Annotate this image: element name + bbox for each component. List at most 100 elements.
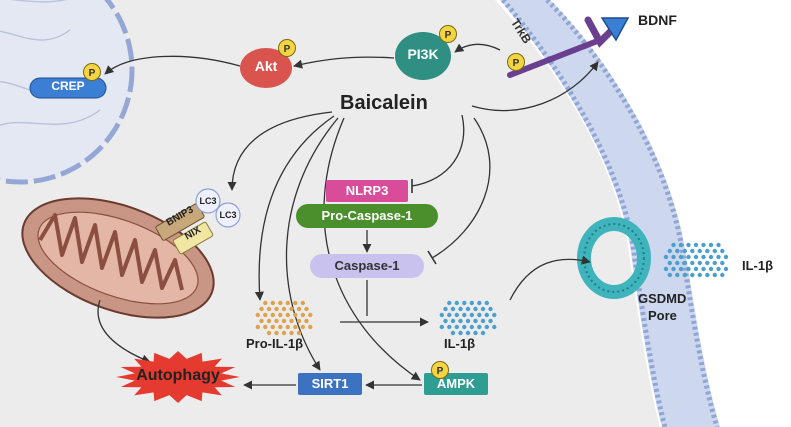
pro-il1b-dot — [308, 312, 313, 318]
il1b-dot — [439, 324, 444, 330]
pro-il1b-dot — [266, 330, 272, 336]
pro-il1b-dot — [263, 300, 268, 306]
il1b-out-dot — [708, 242, 714, 248]
lc3-a-circle — [195, 188, 221, 214]
il1b-dot — [443, 306, 448, 312]
pi3k-node — [395, 32, 451, 80]
il1b-out-dot — [705, 272, 710, 278]
il1b-out-dot — [697, 260, 702, 266]
il1b-out-dot — [686, 266, 691, 272]
phospho-badge-2 — [278, 39, 296, 57]
il1b-out-dot — [712, 260, 717, 266]
pro-il1b-dot — [281, 318, 287, 324]
pro-il1b-dot — [274, 318, 279, 324]
il1b-out-dot — [682, 260, 687, 266]
sirt1-node — [298, 373, 362, 395]
il1b-out-dot — [690, 248, 695, 254]
pro-il1b-dot — [293, 300, 298, 306]
caspase-node — [310, 254, 424, 278]
caspase-inhibition-bar — [427, 250, 437, 265]
pro-il1b-dot — [263, 312, 268, 318]
il1b-out-dot — [671, 242, 676, 248]
il1b-out-dot — [716, 254, 721, 260]
phospho-badge-3 — [83, 63, 101, 81]
pro-il1b-dot — [255, 324, 260, 330]
phospho-badge-5 — [431, 361, 449, 379]
il1b-out-dot — [720, 272, 725, 278]
cytokine-dots — [255, 242, 729, 336]
il1b-out-dot — [682, 248, 687, 254]
il1b-dot — [492, 312, 497, 318]
pro-il1b-dot — [281, 330, 287, 336]
pro-il1b-dot — [300, 312, 305, 318]
il1b-out-dot — [686, 254, 691, 260]
pathway-arrows — [97, 43, 599, 390]
pro-il1b-dot — [296, 306, 302, 312]
il1b-dot — [454, 312, 459, 318]
il1b-out-dot — [663, 266, 669, 272]
pro-il1b-dot — [285, 300, 290, 306]
baicalein-to-lc3-arrow — [227, 111, 333, 191]
il1b-out-dot — [667, 260, 672, 266]
il1b-out-dot — [667, 248, 672, 254]
il1b-out-dot — [723, 266, 729, 272]
il1b-out-dot — [716, 266, 721, 272]
il1b-out-dot — [705, 260, 710, 266]
il1b-out-dot — [682, 272, 687, 278]
il1b-dot — [477, 300, 482, 306]
phospho-badge-text-3: P — [89, 68, 96, 79]
il1b-out-dot — [671, 254, 676, 260]
lc3-b-circle — [215, 202, 241, 228]
pi3k-to-akt-arrow — [293, 56, 395, 69]
il1b-out-dot — [690, 272, 695, 278]
pro-il1b-dot — [266, 306, 272, 312]
il1b-dot — [480, 318, 486, 324]
phospho-badge-text-4: P — [513, 58, 520, 69]
pro-il1b-dot — [285, 312, 290, 318]
baicalein-inhibits-caspase — [431, 117, 491, 259]
il1b-out-dot — [663, 254, 669, 260]
pro-il1b-dot — [293, 312, 298, 318]
pro-il1b-dot — [259, 306, 264, 312]
il1b-dot — [469, 312, 474, 318]
autophagy-burst-icon — [116, 351, 240, 403]
pro-il1b-dot — [296, 330, 302, 336]
nix-tag — [172, 221, 214, 255]
il1b-dot — [492, 324, 497, 330]
il1b-out-dot — [701, 266, 706, 272]
il1b-out-dot — [693, 242, 699, 248]
il1b-dot — [447, 312, 452, 318]
pro-il1b-dot — [255, 312, 260, 318]
pro-il1b-dot — [270, 324, 275, 330]
il1b-dot — [450, 318, 456, 324]
baicalein-inhibits-nlrp3 — [411, 114, 465, 187]
baicalein-to-sirt1-arrow — [285, 117, 339, 371]
il1b-dot — [473, 306, 478, 312]
il1b-dot — [469, 324, 474, 330]
il1b-out-dot — [723, 254, 729, 260]
il1b-out-dot — [675, 260, 680, 266]
pro-il1b-dot — [278, 300, 283, 306]
il1b-dot — [439, 312, 444, 318]
il1b-out-dot — [712, 272, 717, 278]
il1b-dot — [458, 306, 463, 312]
il1b-out-dot — [701, 254, 706, 260]
il1b-dot — [465, 318, 471, 324]
il1b-out-dot — [720, 248, 725, 254]
il1b-out-dot — [697, 272, 702, 278]
pro-il1b-dot — [263, 324, 268, 330]
il1b-out-dot — [708, 254, 714, 260]
phospho-badge-text-1: P — [445, 30, 452, 41]
il1b-dot — [462, 312, 467, 318]
il1b-out-dot — [693, 266, 699, 272]
il1b-dot — [447, 300, 452, 306]
pro-il1b-dot — [266, 318, 272, 324]
il1b-dot — [488, 318, 493, 324]
il1b-out-dot — [712, 248, 717, 254]
nlrp3-node — [326, 180, 408, 202]
il1b-out-dot — [701, 242, 706, 248]
il1b-out-dot — [667, 272, 672, 278]
il1b-dot — [477, 312, 482, 318]
il1b-dot — [458, 318, 463, 324]
